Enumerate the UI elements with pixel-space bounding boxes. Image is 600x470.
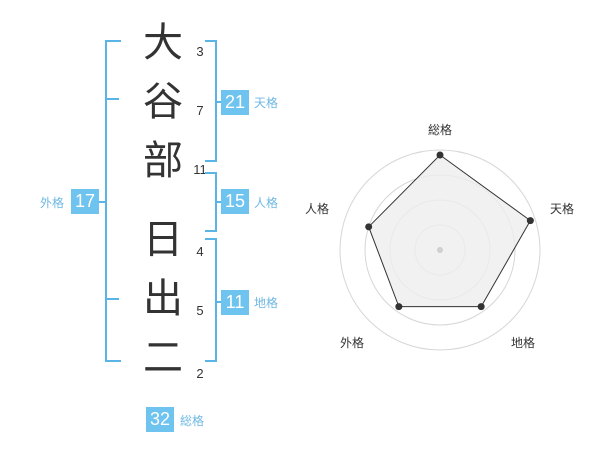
name-char-6: 二 [143,335,183,381]
name-char-2: 谷 [143,79,183,125]
soukaku-label: 総格 [180,414,205,428]
tenkaku-label: 天格 [254,96,279,110]
stroke-count-1: 3 [196,44,204,59]
bracket-tick [105,98,119,100]
stroke-count-6: 2 [196,366,204,381]
radar-axis-label-tenkaku: 天格 [550,202,575,216]
radar-center-dot [437,247,443,253]
chikaku-bracket [205,238,217,362]
radar-axis-label-soukaku: 総格 [428,123,453,137]
gaikaku-bracket [105,40,121,362]
chikaku-value-badge: 11 [221,290,249,315]
radar-point-2 [526,217,534,225]
stroke-count-3: 11 [193,162,207,177]
radar-axis-label-jinkaku: 人格 [305,202,330,216]
bracket-connector [98,201,106,203]
jinkaku-value-badge: 15 [221,189,249,214]
chikaku-label: 地格 [254,296,279,310]
name-char-1: 大 [143,20,183,66]
stroke-count-2: 7 [196,103,204,118]
bracket-tick [105,298,119,300]
radar-axis-label-chikaku: 地格 [511,336,536,350]
bracket-connector [216,101,222,103]
fortune-radar-chart [339,149,541,351]
gaikaku-value-badge: 17 [71,189,99,214]
radar-axis-label-gaikaku: 外格 [340,336,365,350]
stroke-count-5: 5 [196,303,204,318]
soukaku-value-badge: 32 [146,407,174,432]
radar-point-1 [436,151,444,159]
name-char-3: 部 [143,138,183,184]
tenkaku-value-badge: 21 [221,90,249,115]
name-char-5: 出 [143,276,183,322]
jinkaku-label: 人格 [254,196,279,210]
radar-point-4 [395,303,403,311]
gaikaku-label: 外格 [40,196,65,210]
radar-ring [339,149,541,351]
name-char-4: 日 [143,217,183,263]
bracket-connector [216,301,222,303]
radar-point-3 [477,303,485,311]
radar-area [368,154,532,308]
stroke-count-4: 4 [196,244,204,259]
bracket-connector [216,201,222,203]
radar-point-5 [365,223,373,231]
